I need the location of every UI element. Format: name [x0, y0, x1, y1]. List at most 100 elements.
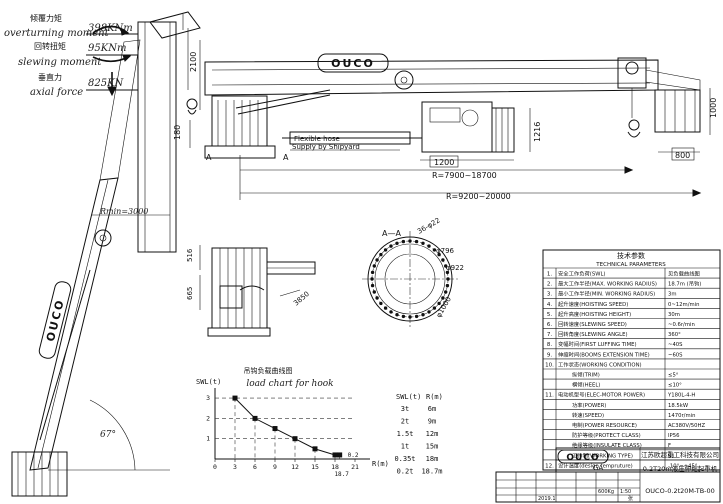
- title-weight: 600Kg: [598, 489, 614, 495]
- tech-row-value: 360°: [668, 332, 681, 338]
- tech-row-label: 转速(SPEED): [572, 411, 604, 419]
- bolt-hole: [372, 290, 376, 294]
- tech-row-label: 工作制(WORKING TYPE): [572, 451, 633, 459]
- axial-label-cn: 垂直力: [38, 72, 62, 82]
- chart-x-tick-label: 3: [233, 463, 237, 471]
- bolt-hole: [445, 283, 450, 288]
- tech-row-value: 18.7m (吊钩): [668, 280, 701, 288]
- bolt-hole: [375, 258, 379, 262]
- dim-180: 180: [173, 125, 182, 140]
- dim-1200: 1200: [434, 158, 454, 167]
- bolt-hole: [441, 258, 445, 262]
- bolt-hole: [444, 290, 448, 294]
- swl-cell: 1t: [401, 443, 409, 451]
- chart-point: [292, 436, 298, 442]
- swl-cell: 3t: [401, 405, 409, 413]
- tech-row-label: 伸缩时间(BOOMS EXTENSION TIME): [558, 350, 650, 358]
- tech-row-label: 防护等级(PROTECT CLASS): [572, 431, 641, 439]
- tech-title-cn: 技术参数: [617, 251, 645, 260]
- bolt-hole: [441, 296, 445, 300]
- tech-row-label: 起升高度(HOISTING HEIGHT): [558, 310, 631, 318]
- chart-point: [332, 452, 338, 458]
- slewing-bolt-holes: [370, 239, 450, 319]
- tech-row-value: Y180L-4-H: [667, 393, 695, 399]
- title-drawing-name: 0.2T20m液压伸缩起重机: [643, 464, 718, 473]
- tech-row-label: 最大工作半径(MAX. WORKING RADIUS): [558, 280, 657, 288]
- section-mark-left: A: [206, 153, 212, 162]
- detail-dim-2: 665: [186, 287, 194, 300]
- chart-x-tick-label: 21: [351, 463, 359, 471]
- dim-angle: 67°: [100, 430, 116, 440]
- title-logo-badge: [557, 449, 609, 464]
- title-sheet: 张: [628, 495, 633, 502]
- load-callouts: 倾覆力矩 overturning moment 398KNm 回转扭矩 slew…: [4, 13, 138, 98]
- tech-row-value: 3m: [668, 292, 677, 298]
- section-bolts: 36-φ22: [416, 216, 442, 235]
- chart-point: [272, 426, 278, 432]
- section-title: A—A: [382, 229, 401, 238]
- bolt-hole: [395, 313, 399, 317]
- bolt-hole: [401, 314, 406, 319]
- swl-header-r: R(m): [426, 393, 443, 401]
- ouco-stowed-logo: [38, 281, 72, 359]
- swl-cell: 2t: [401, 418, 409, 426]
- title-block: OUCO 江苏欧超重工科技有限公司 GA 0.2T20m液压伸缩起重机 600K…: [495, 447, 721, 503]
- chart-point: [232, 395, 238, 401]
- bolt-hole: [383, 248, 388, 252]
- tech-row-no: 7.: [547, 332, 552, 338]
- chart-x-tick-label: 12: [291, 463, 299, 471]
- radius-cell: 18m: [426, 455, 439, 463]
- axial-label-en: axial force: [30, 87, 83, 98]
- supply-note: Supply by Shipyard: [292, 143, 360, 151]
- tech-row-no: 5.: [547, 312, 552, 318]
- tech-row-value: F: [668, 443, 671, 449]
- tech-row-no: 6.: [547, 322, 552, 328]
- tech-params-table: 技术参数 TECHNICAL PARAMETERS 1.安全工作负荷(SWL)见…: [542, 249, 721, 471]
- swl-cell: 1.5t: [397, 430, 414, 438]
- title-drawing-no: OUCO-0.2t20M-TB-00: [645, 487, 715, 495]
- radius-cell: 9m: [428, 418, 436, 426]
- chart-ylabel: SWL(t): [196, 378, 221, 386]
- bolt-hole: [437, 252, 441, 257]
- tech-row-label: 功率(POWER): [572, 401, 606, 409]
- bolt-hole: [408, 315, 412, 319]
- chart-point: [252, 415, 258, 421]
- dim-800: 800: [675, 151, 690, 160]
- section-mark-right: A: [283, 153, 289, 162]
- dim-2100: 2100: [189, 52, 198, 72]
- bolt-hole: [445, 270, 450, 275]
- chart-y-tick-label: 1: [206, 435, 210, 443]
- title-ga: GA: [593, 464, 603, 472]
- tech-row-no: 11.: [545, 393, 554, 399]
- crane-side-view: 2100 OUCO 1000 800: [137, 11, 718, 253]
- dim-1000: 1000: [709, 98, 718, 118]
- ouco-boom-logo: [317, 53, 389, 73]
- tech-row-value: AC380V/50HZ: [668, 423, 705, 429]
- tech-row-label: 电动机型号(ELEC-MOTOR POWER): [558, 391, 645, 399]
- title-date: 2019.1: [538, 496, 556, 502]
- tech-row-value: 18.5kW: [668, 403, 689, 409]
- chart-y-extra-tick: 0.2: [348, 452, 359, 459]
- slewing-label-cn: 回转扭矩: [34, 41, 66, 51]
- chart-x-tick-label: 9: [273, 463, 277, 471]
- chart-x-tick-label: 6: [253, 463, 257, 471]
- bolt-hole: [389, 244, 393, 248]
- dim-radius-1: R=7900~18700: [432, 171, 497, 180]
- bolt-hole: [389, 310, 393, 314]
- tech-row-label: 最小工作半径(MIN. WORKING RADIUS): [558, 290, 655, 298]
- hose-note: Flexible hose: [294, 135, 340, 143]
- tech-row-no: 4.: [547, 302, 552, 308]
- swl-cell: 0.2t: [397, 468, 414, 476]
- chart-series-line: [234, 397, 340, 456]
- tech-row-label: 横倾(HEEL): [572, 381, 600, 389]
- bolt-hole: [372, 264, 376, 268]
- chart-x-tick-label: 18: [331, 463, 339, 471]
- tech-row-value: ~0.6r/min: [668, 322, 695, 328]
- tech-row-no: 8.: [547, 342, 552, 348]
- title-scale: 1:50: [620, 489, 631, 495]
- detail-dim-3: 3850: [292, 290, 311, 308]
- title-company: 江苏欧超重工科技有限公司: [641, 450, 719, 459]
- tech-row-value: ≤10°: [668, 383, 682, 389]
- bolt-hole: [414, 239, 419, 244]
- bolt-hole: [444, 264, 448, 268]
